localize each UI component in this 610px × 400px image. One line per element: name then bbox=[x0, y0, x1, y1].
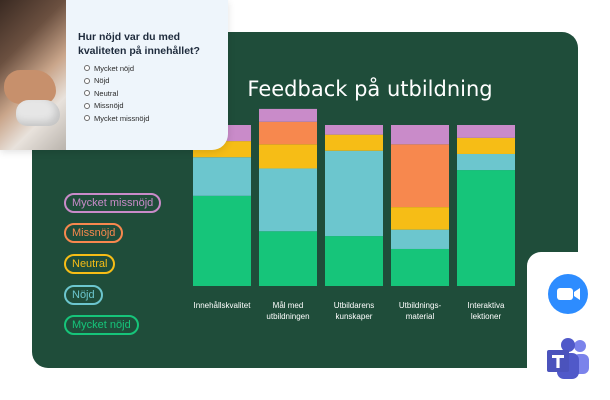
survey-option[interactable]: Mycket nöjd bbox=[84, 62, 149, 75]
bar-segment-neutral-2 bbox=[325, 134, 383, 151]
bar-segment-nöjd-3 bbox=[391, 229, 449, 249]
option-label: Neutral bbox=[94, 88, 119, 98]
legend-item: Mycket missnöjd bbox=[64, 193, 162, 213]
camera-icon bbox=[557, 288, 580, 300]
radio-button[interactable] bbox=[84, 77, 90, 84]
bar-segment-nöjd-0 bbox=[193, 157, 251, 196]
chart-title: Feedback på utbildning bbox=[247, 77, 493, 101]
bar-segment-mycket-missnöjd-4 bbox=[457, 125, 515, 138]
bar-segment-mycket-nöjd-0 bbox=[193, 195, 251, 286]
option-label: Mycket nöjd bbox=[94, 63, 135, 73]
survey-option[interactable]: Neutral bbox=[84, 87, 149, 100]
survey-option[interactable]: Nöjd bbox=[84, 75, 149, 88]
bar-segment-mycket-nöjd-2 bbox=[325, 236, 383, 286]
radio-button[interactable] bbox=[84, 102, 90, 109]
legend-item: Neutral bbox=[64, 254, 116, 274]
option-label: Nöjd bbox=[94, 76, 110, 86]
bar-segment-neutral-4 bbox=[457, 137, 515, 154]
radio-button[interactable] bbox=[84, 90, 90, 97]
survey-option[interactable]: Mycket missnöjd bbox=[84, 112, 149, 125]
bar-segment-mycket-nöjd-1 bbox=[259, 231, 317, 286]
zoom-logo-icon[interactable] bbox=[548, 274, 588, 314]
bar-segment-nöjd-2 bbox=[325, 150, 383, 237]
integrations-card bbox=[527, 252, 610, 400]
legend-item: Mycket nöjd bbox=[64, 315, 139, 335]
teams-logo-icon[interactable] bbox=[545, 337, 591, 381]
legend-item: Nöjd bbox=[64, 285, 103, 305]
bar-segment-mycket-missnöjd-3 bbox=[391, 125, 449, 145]
bar-segment-mycket-missnöjd-2 bbox=[325, 125, 383, 135]
computer-mouse-image bbox=[16, 100, 60, 126]
option-label: Mycket missnöjd bbox=[94, 113, 150, 123]
bar-segment-missnöjd-3 bbox=[391, 144, 449, 208]
bar-segment-nöjd-4 bbox=[457, 153, 515, 171]
legend-item: Missnöjd bbox=[64, 223, 124, 243]
survey-card: Hur nöjd var du med kvaliteten på innehå… bbox=[0, 0, 228, 150]
bar-segment-mycket-missnöjd-1 bbox=[259, 108, 317, 122]
bar-segment-mycket-nöjd-3 bbox=[391, 248, 449, 286]
option-label: Missnöjd bbox=[94, 101, 124, 111]
bar-segment-missnöjd-1 bbox=[259, 121, 317, 145]
bar-segment-nöjd-1 bbox=[259, 168, 317, 232]
category-label: Innehållskvalitet bbox=[193, 301, 251, 310]
survey-options: Mycket nöjd Nöjd Neutral Missnöjd Mycket… bbox=[84, 62, 149, 125]
bar-segment-neutral-3 bbox=[391, 207, 449, 230]
hand-image bbox=[4, 70, 56, 104]
bar-segment-mycket-nöjd-4 bbox=[457, 170, 515, 286]
radio-button[interactable] bbox=[84, 65, 90, 72]
photo-hand-on-mouse bbox=[0, 0, 66, 150]
radio-button[interactable] bbox=[84, 115, 90, 122]
survey-option[interactable]: Missnöjd bbox=[84, 100, 149, 113]
category-label: Utbildnings-material bbox=[398, 301, 442, 321]
survey-question: Hur nöjd var du med kvaliteten på innehå… bbox=[78, 31, 200, 57]
bar-segment-neutral-1 bbox=[259, 144, 317, 169]
